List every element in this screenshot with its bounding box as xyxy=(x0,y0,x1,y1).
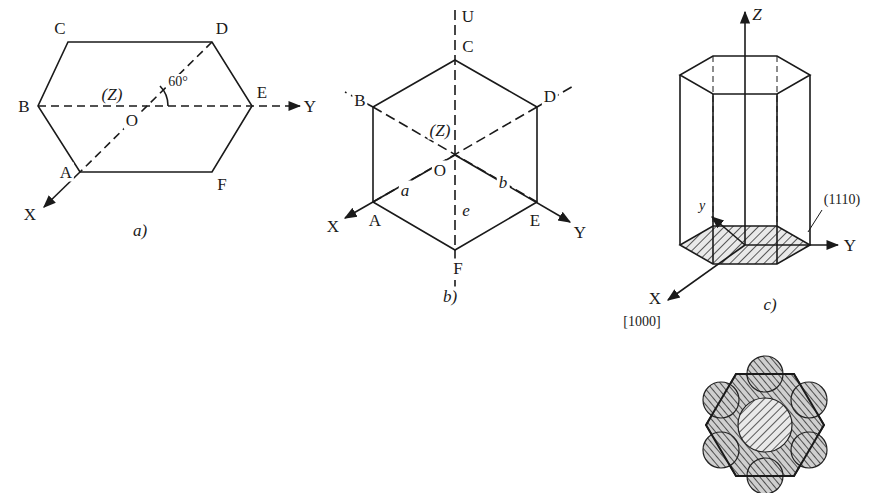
axis-label: X xyxy=(22,205,38,224)
axis-label: O xyxy=(124,111,140,130)
axis-label: B xyxy=(16,97,31,116)
axis-label: b xyxy=(497,173,510,192)
axis-label: D xyxy=(214,19,230,38)
axis-label: Z xyxy=(750,5,763,24)
axis-label: O xyxy=(432,161,448,180)
axis-label: C xyxy=(52,19,67,38)
axis-label: (Z) xyxy=(428,121,453,140)
axis-label: X xyxy=(647,289,663,308)
axis-label: 60° xyxy=(166,74,190,90)
axis-label: e xyxy=(460,201,472,220)
axis-label: E xyxy=(255,83,269,102)
axis-label: A xyxy=(58,163,74,182)
axis-label: Y xyxy=(572,223,588,242)
axis-label: B xyxy=(352,91,367,110)
axis-label: Y xyxy=(842,236,858,255)
axis-label: [1000] xyxy=(621,314,662,330)
axis-label: (1110) xyxy=(822,192,862,208)
axis-label: F xyxy=(215,175,228,194)
axis-label: y xyxy=(697,198,707,214)
axis-label: a) xyxy=(131,221,149,240)
axis-label: (Z) xyxy=(100,85,125,104)
axis-label: U xyxy=(460,7,476,26)
axis-label: X xyxy=(325,217,341,236)
axis-label: c) xyxy=(761,295,778,314)
axis-label: a xyxy=(399,181,412,200)
axis-label: Y xyxy=(302,97,318,116)
axis-label: b) xyxy=(441,287,459,306)
axis-label: D xyxy=(542,87,558,106)
axis-label: A xyxy=(367,211,383,230)
axis-label: C xyxy=(460,37,475,56)
axis-label: F xyxy=(451,259,464,278)
axis-label: E xyxy=(528,211,542,230)
